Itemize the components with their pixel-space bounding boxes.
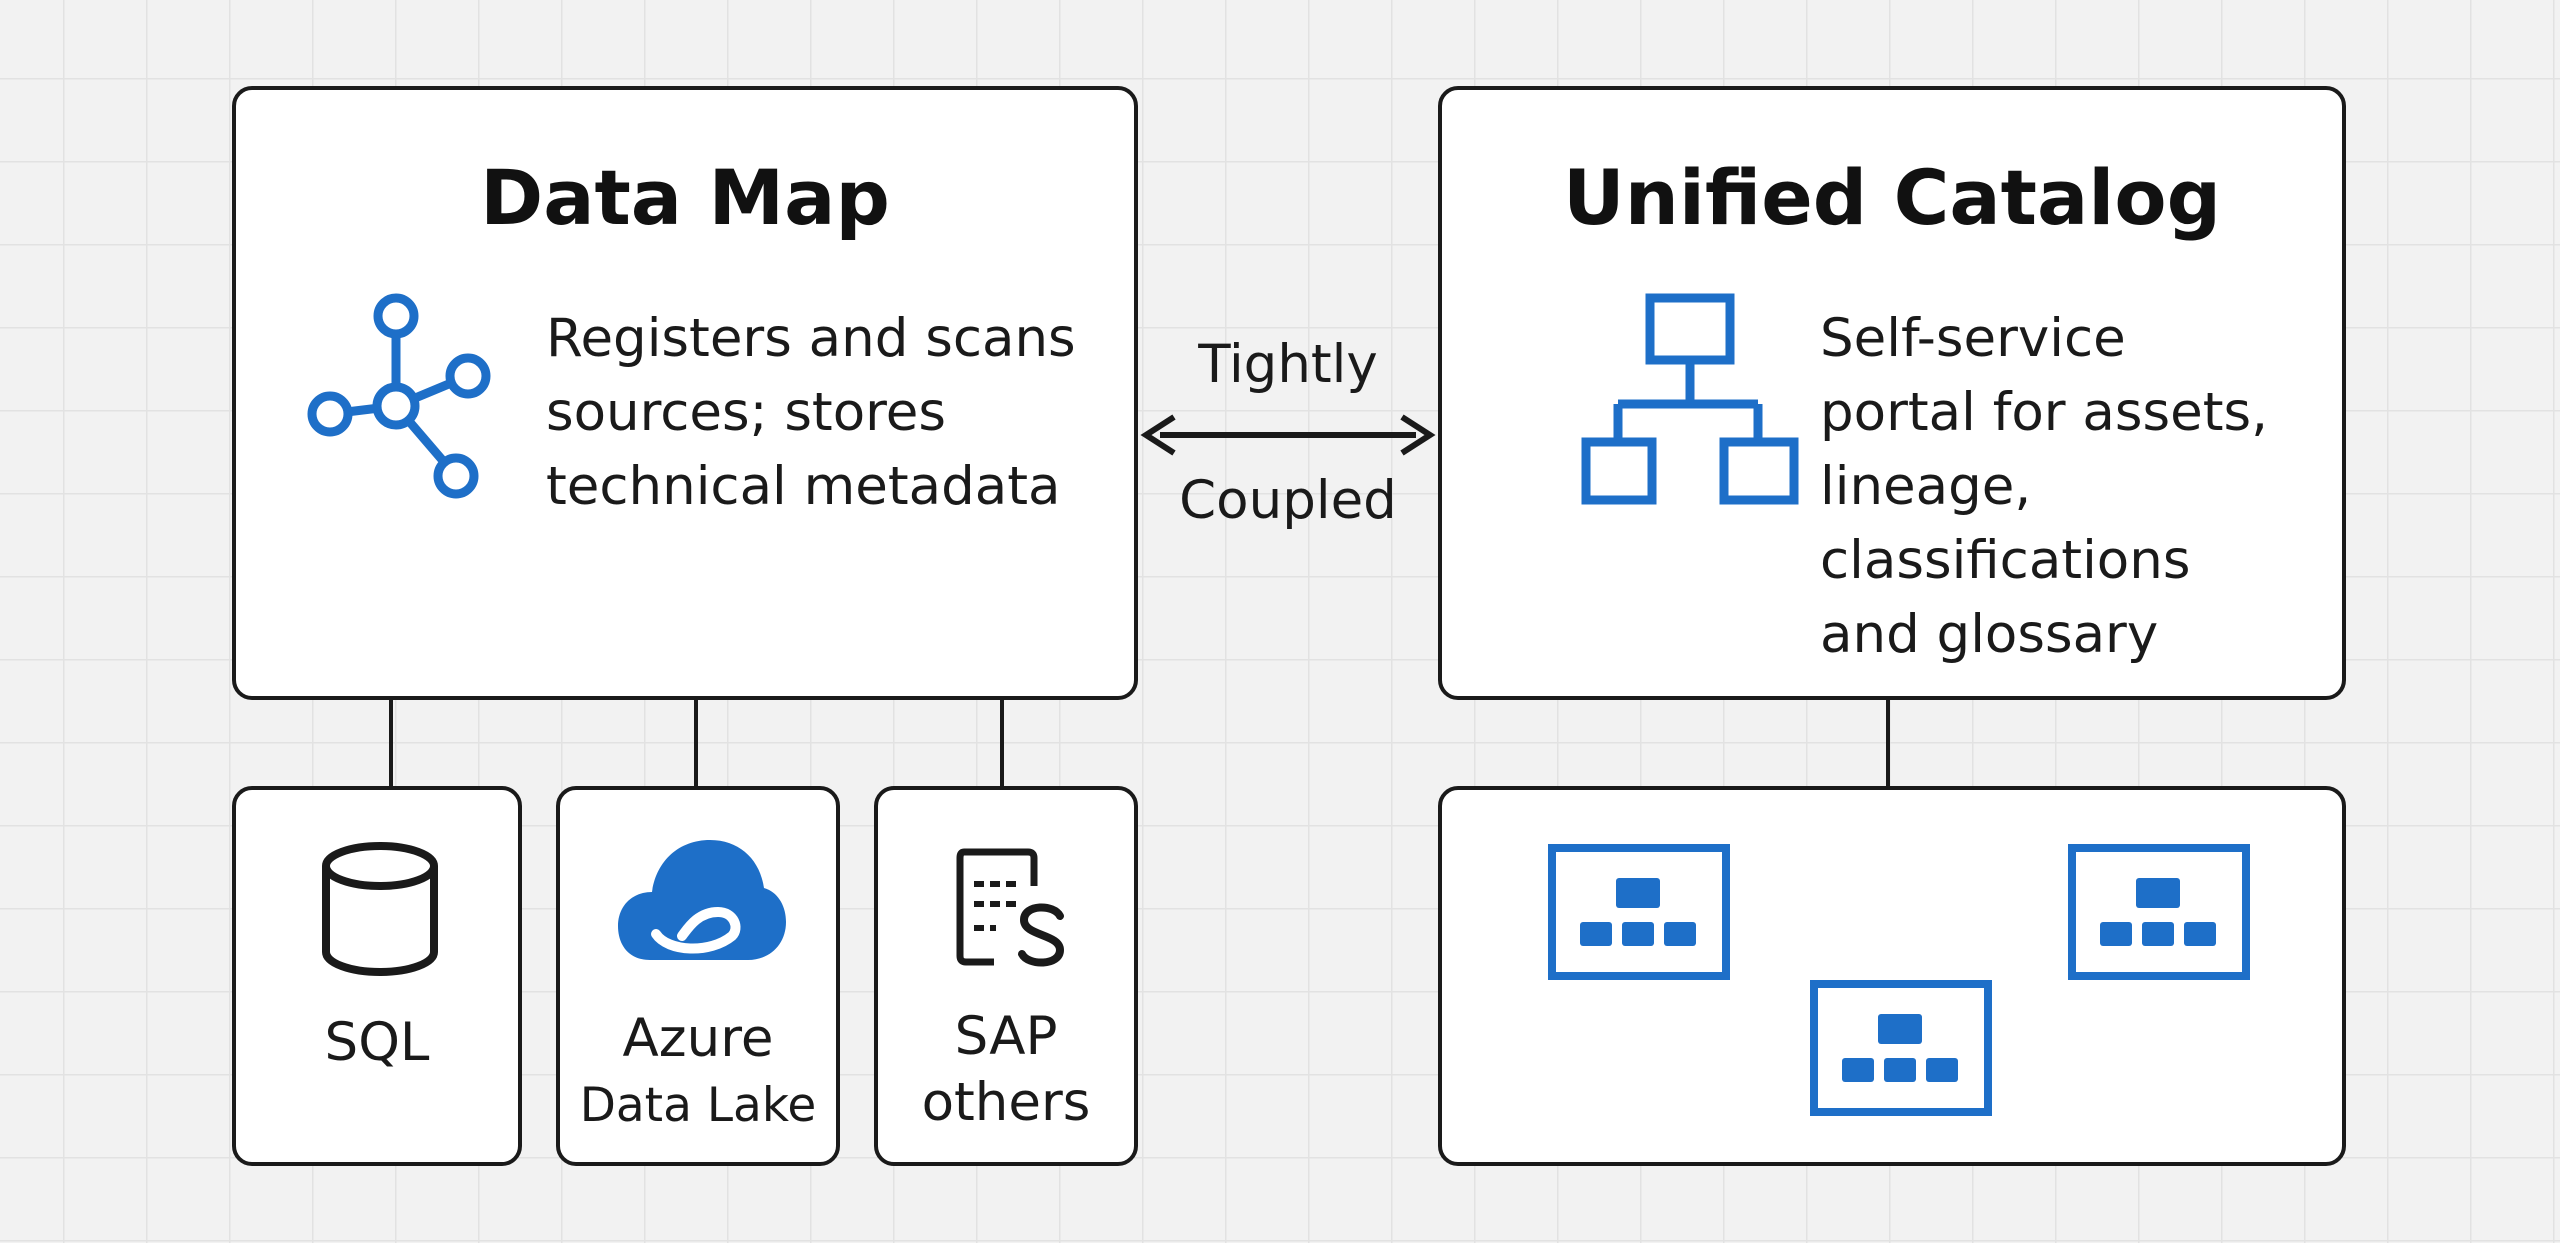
source-box-sql: SQL bbox=[232, 786, 522, 1166]
source-box-sap-others: SAP others bbox=[874, 786, 1138, 1166]
source-box-azure-data-lake: Azure Data Lake bbox=[556, 786, 840, 1166]
connector-line-catalog bbox=[1886, 700, 1890, 788]
connector-line-azure bbox=[694, 700, 698, 788]
source-label-sql: SQL bbox=[324, 1012, 430, 1073]
data-map-description-line: sources; stores bbox=[546, 382, 946, 443]
double-arrow-icon bbox=[1140, 414, 1436, 456]
source-label-data-lake: Data Lake bbox=[579, 1078, 817, 1133]
catalog-assets-box bbox=[1438, 786, 2346, 1166]
unified-catalog-description-line: portal for assets, bbox=[1820, 382, 2268, 443]
source-label-others: others bbox=[921, 1072, 1091, 1133]
catalog-asset-card-icon bbox=[1810, 980, 1992, 1116]
source-label-sap: SAP bbox=[954, 1006, 1058, 1067]
connector-line-sap bbox=[1000, 700, 1004, 788]
database-icon bbox=[322, 842, 438, 976]
coupling-top-label: Tightly bbox=[1198, 334, 1378, 395]
unified-catalog-box: Unified Catalog Self-service portal for … bbox=[1438, 86, 2346, 700]
source-label-azure: Azure bbox=[622, 1008, 774, 1069]
unified-catalog-description-line: Self-service bbox=[1820, 308, 2126, 369]
unified-catalog-description-line: and glossary bbox=[1820, 604, 2159, 665]
catalog-asset-card-icon bbox=[2068, 844, 2250, 980]
cloud-icon bbox=[618, 840, 786, 960]
coupling-bottom-label: Coupled bbox=[1179, 470, 1397, 531]
catalog-asset-card-icon bbox=[1548, 844, 1730, 980]
data-map-description-line: Registers and scans bbox=[546, 308, 1076, 369]
data-map-description-line: technical metadata bbox=[546, 456, 1061, 517]
connector-line-sql bbox=[389, 700, 393, 788]
unified-catalog-description-line: classifications bbox=[1820, 530, 2191, 591]
unified-catalog-description: Self-service portal for assets, lineage,… bbox=[1820, 302, 2268, 672]
unified-catalog-description-line: lineage, bbox=[1820, 456, 2032, 517]
data-map-title: Data Map bbox=[480, 153, 890, 242]
sap-document-icon bbox=[956, 848, 1065, 967]
unified-catalog-title: Unified Catalog bbox=[1563, 153, 2221, 242]
network-nodes-icon bbox=[307, 293, 491, 499]
data-map-box: Data Map Registers and scans sources; st… bbox=[232, 86, 1138, 700]
data-map-description: Registers and scans sources; stores tech… bbox=[546, 302, 1076, 524]
hierarchy-icon bbox=[1581, 293, 1799, 505]
